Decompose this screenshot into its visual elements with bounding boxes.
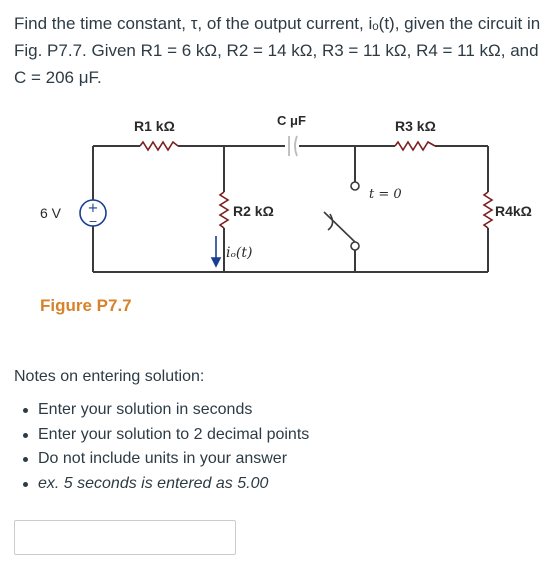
notes-title: Notes on entering solution: (14, 368, 205, 385)
note-item-example: ex. 5 seconds is entered as 5.00 (14, 472, 309, 497)
source-plus-sign: + (88, 201, 99, 216)
note-item: Enter your solution to 2 decimal points (14, 423, 309, 448)
r3-label: R3 kΩ (395, 118, 436, 134)
circuit-diagram: R1 kΩ C μF R3 kΩ R2 kΩ R4kΩ 6 V + − t = … (40, 113, 532, 273)
source-label: 6 V (40, 205, 62, 221)
note-item: Enter your solution in seconds (14, 398, 309, 423)
switch (323, 181, 360, 251)
notes-list: Enter your solution in seconds Enter you… (14, 398, 309, 496)
capacitor (288, 135, 298, 157)
figure-caption: Figure P7.7 (40, 296, 132, 315)
note-item: Do not include units in your answer (14, 447, 309, 472)
current-arrow (210, 236, 222, 268)
r1-label: R1 kΩ (134, 118, 175, 134)
answer-input[interactable] (14, 520, 236, 555)
switch-label: t = 0 (369, 187, 402, 202)
circuit-figure: R1 kΩ C μF R3 kΩ R2 kΩ R4kΩ 6 V + − t = … (0, 100, 550, 330)
r1-resistor (139, 140, 179, 152)
r4-resistor (482, 191, 494, 229)
question-text: Find the time constant, τ, of the output… (14, 14, 541, 87)
current-label: iₒ(t) (226, 245, 252, 261)
r2-label: R2 kΩ (233, 203, 274, 219)
r3-resistor (394, 140, 436, 152)
source-minus-sign: − (88, 215, 97, 228)
r4-label: R4kΩ (495, 203, 532, 219)
voltage-source (79, 199, 107, 227)
c-label: C μF (277, 113, 306, 128)
circuit-wires (92, 145, 489, 273)
r2-resistor (218, 191, 230, 229)
